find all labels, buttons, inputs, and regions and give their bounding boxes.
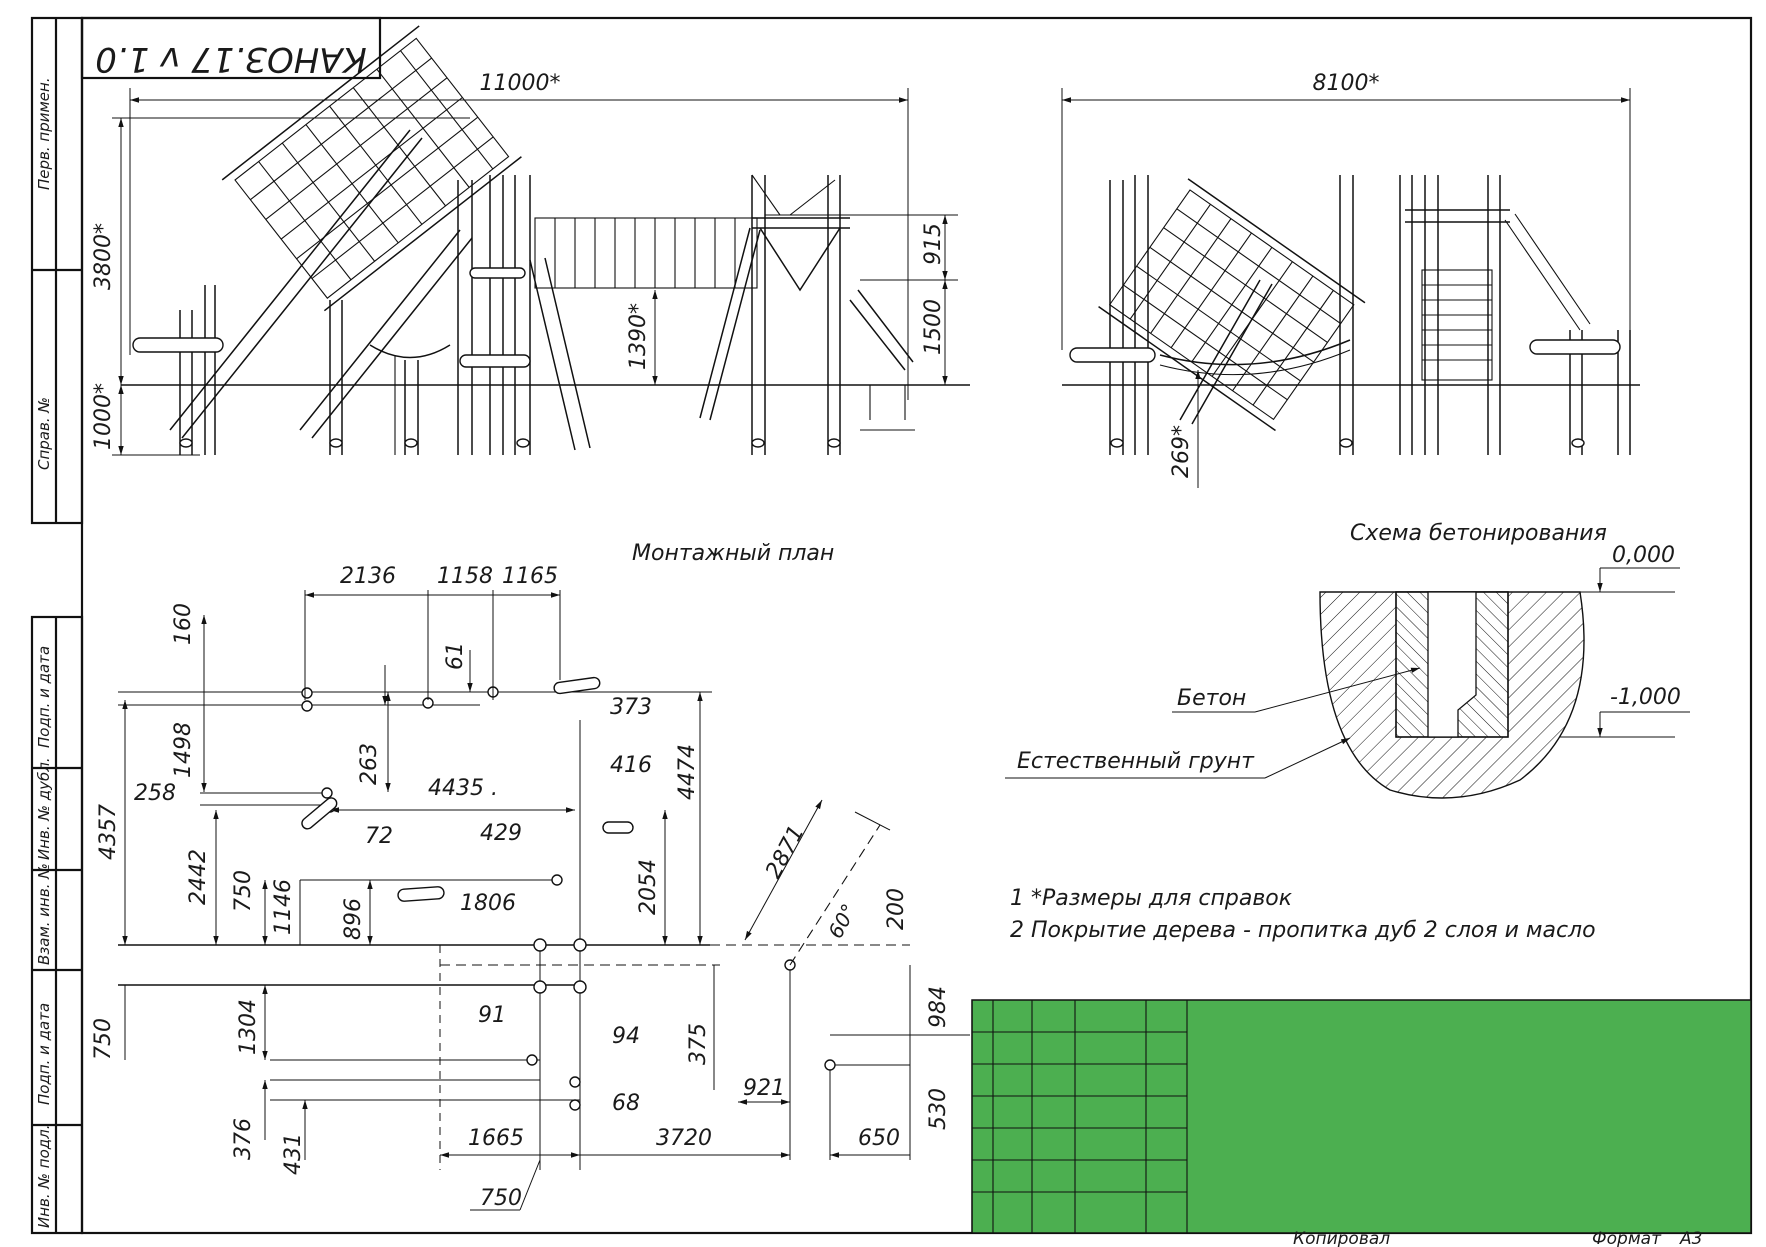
label-sprav-no: Справ. № [35, 397, 53, 470]
dim-263: 263 [357, 743, 382, 785]
format-label: Формат [1592, 1229, 1662, 1247]
climbing-net-front [221, 25, 522, 312]
dim-68: 68 [612, 1091, 640, 1116]
mounting-plan: 2136 1158 1165 160 61 373 1498 263 4474 … [91, 564, 970, 1211]
dim-depth-below: 1000* [91, 383, 116, 450]
label-natural-soil: Естественный грунт [1017, 749, 1255, 774]
concrete-scheme: 0,000 -1,000 Бетон Естественный грунт [1005, 543, 1690, 799]
title-stamp: Копировал Формат A3 [971, 999, 1752, 1247]
dim-2054: 2054 [636, 859, 661, 915]
dim-1806: 1806 [460, 891, 516, 916]
dim-1158: 1158 [437, 564, 493, 589]
designation-text: КАНОЗ.17 v 1.0 [95, 39, 366, 79]
label-inv-dubl: Инв. № дубл. [35, 757, 53, 860]
level-top: 0,000 [1612, 543, 1675, 568]
dim-416: 416 [610, 753, 652, 778]
dim-373: 373 [610, 695, 652, 720]
label-podp-data-1: Подп. и дата [35, 646, 53, 748]
label-podp-data-2: Подп. и дата [35, 1003, 53, 1105]
sheet-frame [30, 16, 1753, 1235]
dim-1498: 1498 [171, 722, 196, 778]
dim-height-total: 3800* [91, 223, 116, 290]
dim-3720: 3720 [656, 1126, 712, 1151]
copied-by-label: Копировал [1293, 1229, 1390, 1247]
dim-top-section: 915 [921, 223, 946, 265]
dim-1146: 1146 [271, 879, 296, 935]
ladder [1421, 269, 1493, 381]
dim-61: 61 [443, 642, 468, 670]
label-concrete: Бетон [1177, 686, 1246, 711]
dim-2871: 2871 [761, 822, 809, 883]
dim-258: 258 [134, 781, 176, 806]
dim-750a: 750 [231, 870, 256, 912]
dim-side-width: 8100* [1313, 71, 1380, 96]
dim-72: 72 [365, 824, 393, 849]
dim-896: 896 [341, 898, 366, 940]
dim-platform-height: 1390* [626, 303, 651, 370]
dim-2136: 2136 [340, 564, 396, 589]
dim-984: 984 [926, 986, 951, 1028]
label-inv-podl: Инв. № подл. [35, 1125, 53, 1228]
heading-mounting-plan: Монтажный план [632, 541, 834, 566]
label-vzam-inv: Взам. инв. № [35, 863, 53, 965]
dim-650: 650 [858, 1126, 900, 1151]
dim-60-deg: 60° [823, 900, 861, 943]
side-elevation: 8100* 269* [1061, 71, 1640, 488]
dim-4435: 4435 . [428, 776, 498, 801]
dim-431: 431 [281, 1133, 306, 1175]
dim-376: 376 [231, 1118, 256, 1160]
note-2: 2 Покрытие дерева - пропитка дуб 2 слоя … [1010, 918, 1596, 943]
dim-750b: 750 [91, 1018, 116, 1060]
dim-4474: 4474 [675, 744, 700, 800]
dim-front-width: 11000* [480, 71, 561, 96]
climbing-net-side [1098, 178, 1366, 432]
dim-1165: 1165 [502, 564, 558, 589]
dim-750c: 750 [480, 1186, 522, 1211]
side-column-labels: Перв. примен. Справ. № Подп. и дата Инв.… [35, 77, 53, 1228]
designation-box: КАНОЗ.17 v 1.0 [80, 16, 382, 80]
dim-94: 94 [612, 1024, 640, 1049]
dim-lower-section: 1500 [921, 299, 946, 355]
format-value: A3 [1679, 1229, 1702, 1247]
dim-200: 200 [884, 888, 909, 930]
stamp-block [971, 999, 1752, 1234]
dim-375: 375 [686, 1023, 711, 1065]
dim-1665: 1665 [468, 1126, 524, 1151]
level-bottom: -1,000 [1610, 685, 1681, 710]
dim-1304: 1304 [236, 999, 261, 1055]
dim-91: 91 [478, 1003, 506, 1028]
dim-4357: 4357 [96, 804, 121, 860]
dim-2442: 2442 [186, 849, 211, 905]
rope-bridge [534, 217, 758, 289]
dim-160: 160 [171, 603, 196, 645]
note-1: 1 *Размеры для справок [1010, 886, 1293, 911]
dim-429: 429 [480, 821, 522, 846]
dim-net-clearance: 269* [1169, 425, 1194, 478]
front-elevation: 11000* 3800* 1000* [91, 25, 970, 456]
heading-concrete-scheme: Схема бетонирования [1350, 521, 1607, 546]
label-perv-primen: Перв. примен. [35, 77, 53, 190]
dim-921: 921 [743, 1076, 785, 1101]
dim-530: 530 [926, 1088, 951, 1130]
